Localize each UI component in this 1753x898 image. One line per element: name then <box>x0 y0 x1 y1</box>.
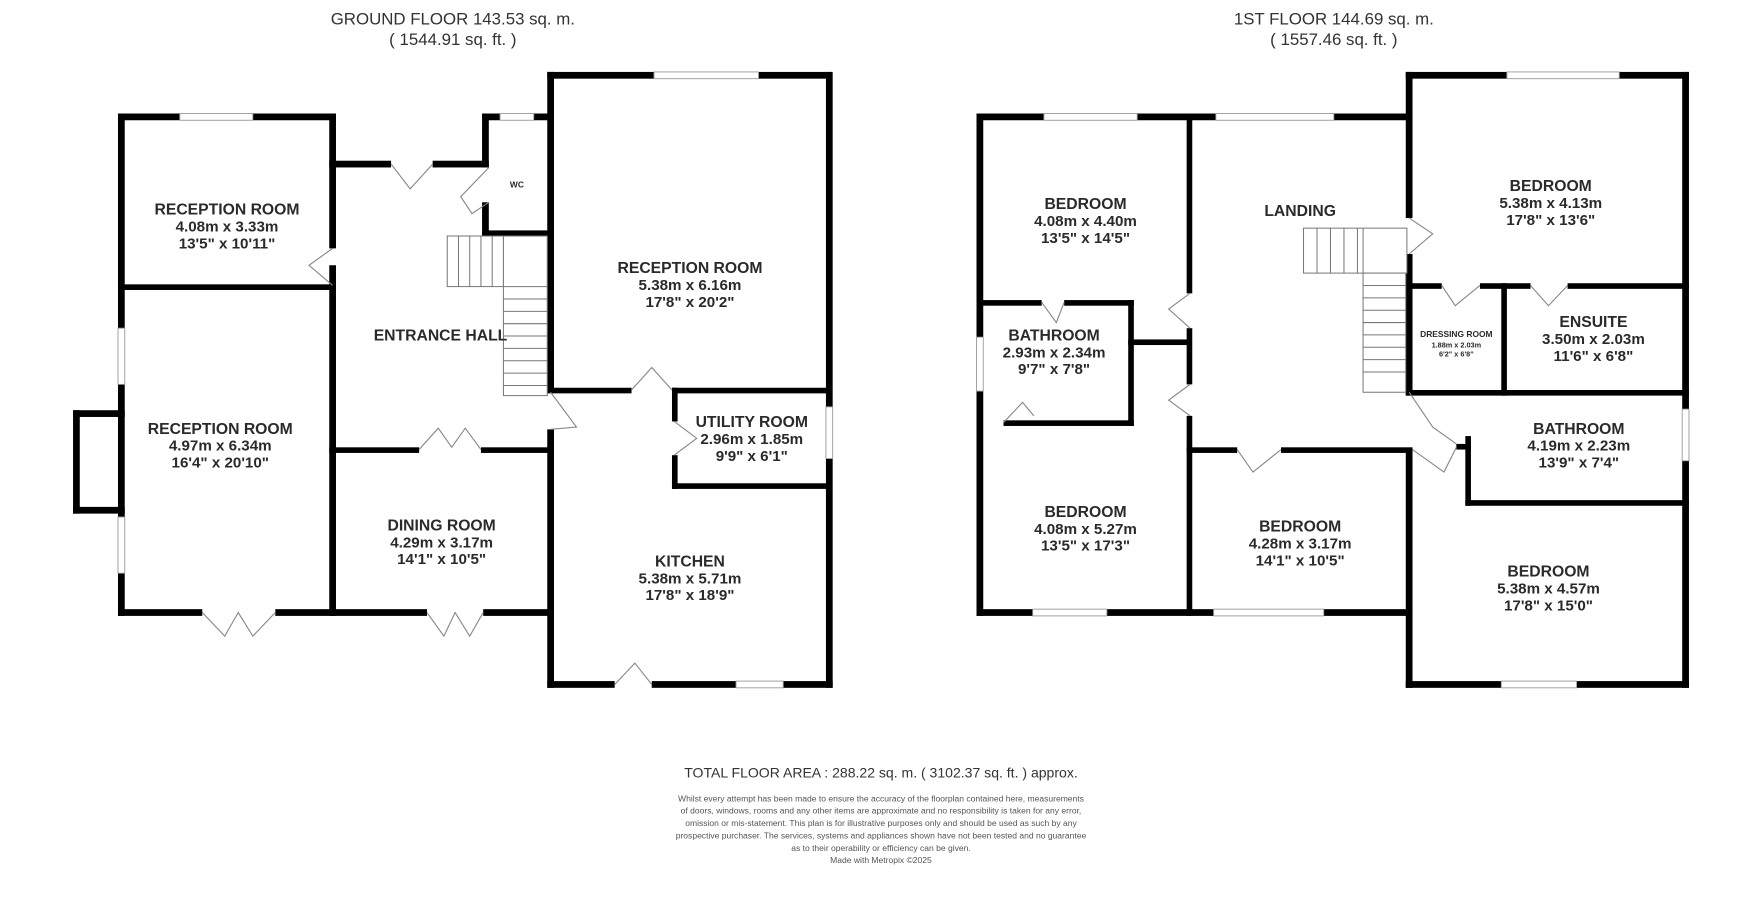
room-label-bedroom-1: BEDROOM 4.08m x 4.40m 13'5" x 14'5" <box>1034 196 1137 247</box>
svg-text:17'8" x 13'6": 17'8" x 13'6" <box>1506 212 1595 229</box>
disclaimer-line-1: Whilst every attempt has been made to en… <box>678 793 1084 803</box>
svg-text:2.93m x 2.34m: 2.93m x 2.34m <box>1003 344 1106 361</box>
svg-text:13'5" x 17'3": 13'5" x 17'3" <box>1041 538 1130 555</box>
room-label-reception-3: RECEPTION ROOM 5.38m x 6.16m 17'8" x 20'… <box>617 260 762 311</box>
svg-text:LANDING: LANDING <box>1264 203 1336 220</box>
svg-text:14'1" x 10'5": 14'1" x 10'5" <box>397 551 486 568</box>
room-label-bedroom-2: BEDROOM 5.38m x 4.13m 17'8" x 13'6" <box>1499 178 1602 229</box>
svg-text:RECEPTION ROOM: RECEPTION ROOM <box>617 260 762 277</box>
room-label-ensuite: ENSUITE 3.50m x 2.03m 11'6" x 6'8" <box>1542 314 1645 365</box>
room-label-landing: LANDING <box>1264 203 1336 220</box>
svg-text:5.38m x 6.16m: 5.38m x 6.16m <box>639 277 742 294</box>
svg-text:KITCHEN: KITCHEN <box>655 553 725 570</box>
svg-text:17'8" x 20'2": 17'8" x 20'2" <box>645 294 734 311</box>
svg-text:BEDROOM: BEDROOM <box>1044 504 1126 521</box>
ground-floor-staircase <box>446 235 548 397</box>
first-floor-plan: BEDROOM 4.08m x 4.40m 13'5" x 14'5" LAND… <box>976 71 1690 689</box>
svg-text:4.19m x 2.23m: 4.19m x 2.23m <box>1527 438 1630 455</box>
room-label-reception-1: RECEPTION ROOM 4.08m x 3.33m 13'5" x 10'… <box>155 202 300 253</box>
svg-text:16'4" x 20'10": 16'4" x 20'10" <box>172 455 269 472</box>
svg-text:BEDROOM: BEDROOM <box>1510 178 1592 195</box>
svg-text:1.88m x 2.03m: 1.88m x 2.03m <box>1432 340 1482 349</box>
svg-text:6'2" x 6'8": 6'2" x 6'8" <box>1439 349 1474 358</box>
svg-text:11'6" x 6'8": 11'6" x 6'8" <box>1554 348 1634 365</box>
ground-floor-plan: RECEPTION ROOM 4.08m x 3.33m 13'5" x 10'… <box>73 71 834 689</box>
room-label-reception-2: RECEPTION ROOM 4.97m x 6.34m 16'4" x 20'… <box>148 421 293 472</box>
room-label-utility: UTILITY ROOM 2.96m x 1.85m 9'9" x 6'1" <box>696 414 808 465</box>
svg-text:BATHROOM: BATHROOM <box>1533 421 1624 438</box>
svg-text:5.38m x 5.71m: 5.38m x 5.71m <box>639 570 742 587</box>
first-floor-staircase <box>1303 227 1408 393</box>
svg-text:WC: WC <box>510 180 524 190</box>
room-label-bedroom-5: BEDROOM 5.38m x 4.57m 17'8" x 15'0" <box>1497 564 1600 615</box>
svg-text:DINING ROOM: DINING ROOM <box>387 517 495 534</box>
room-label-bedroom-4: BEDROOM 4.28m x 3.17m 14'1" x 10'5" <box>1249 519 1352 570</box>
ground-floor-title: GROUND FLOOR 143.53 sq. m. <box>331 10 575 29</box>
svg-text:3.50m x 2.03m: 3.50m x 2.03m <box>1542 331 1645 348</box>
svg-text:BEDROOM: BEDROOM <box>1259 519 1341 536</box>
total-floor-area: TOTAL FLOOR AREA : 288.22 sq. m. ( 3102.… <box>684 765 1078 781</box>
svg-text:2.96m x 1.85m: 2.96m x 1.85m <box>700 431 803 448</box>
svg-text:5.38m x 4.13m: 5.38m x 4.13m <box>1499 195 1602 212</box>
room-label-bedroom-3: BEDROOM 4.08m x 5.27m 13'5" x 17'3" <box>1034 504 1137 555</box>
svg-text:ENSUITE: ENSUITE <box>1559 314 1627 331</box>
svg-text:4.08m x 5.27m: 4.08m x 5.27m <box>1034 521 1137 538</box>
svg-text:RECEPTION ROOM: RECEPTION ROOM <box>148 421 293 438</box>
svg-text:17'8" x 15'0": 17'8" x 15'0" <box>1504 597 1593 614</box>
room-label-kitchen: KITCHEN 5.38m x 5.71m 17'8" x 18'9" <box>639 553 742 604</box>
svg-text:DRESSING ROOM: DRESSING ROOM <box>1420 329 1492 339</box>
first-floor-title: 1ST FLOOR 144.69 sq. m. <box>1234 10 1434 29</box>
svg-text:4.08m x 4.40m: 4.08m x 4.40m <box>1034 213 1137 230</box>
svg-text:13'9" x 7'4": 13'9" x 7'4" <box>1539 455 1620 472</box>
ground-floor-subtitle: ( 1544.91 sq. ft. ) <box>389 30 516 49</box>
svg-text:9'9" x 6'1": 9'9" x 6'1" <box>716 448 788 465</box>
svg-text:13'5" x 14'5": 13'5" x 14'5" <box>1041 230 1130 247</box>
svg-text:BEDROOM: BEDROOM <box>1044 196 1126 213</box>
svg-text:4.28m x 3.17m: 4.28m x 3.17m <box>1249 535 1352 552</box>
room-label-bathroom-1: BATHROOM 2.93m x 2.34m 9'7" x 7'8" <box>1003 328 1106 379</box>
room-label-wc: WC <box>510 180 524 190</box>
svg-text:14'1" x 10'5": 14'1" x 10'5" <box>1256 552 1345 569</box>
svg-text:RECEPTION ROOM: RECEPTION ROOM <box>155 202 300 219</box>
svg-text:9'7" x 7'8": 9'7" x 7'8" <box>1018 361 1090 378</box>
footer: TOTAL FLOOR AREA : 288.22 sq. m. ( 3102.… <box>676 765 1087 865</box>
room-label-dressing-room: DRESSING ROOM 1.88m x 2.03m 6'2" x 6'8" <box>1420 329 1492 358</box>
svg-text:BATHROOM: BATHROOM <box>1008 328 1099 345</box>
credit: Made with Metropix ©2025 <box>830 855 932 865</box>
svg-text:4.97m x 6.34m: 4.97m x 6.34m <box>169 438 272 455</box>
svg-text:5.38m x 4.57m: 5.38m x 4.57m <box>1497 580 1600 597</box>
svg-text:BEDROOM: BEDROOM <box>1507 564 1589 581</box>
room-label-dining: DINING ROOM 4.29m x 3.17m 14'1" x 10'5" <box>387 517 495 568</box>
svg-text:17'8" x 18'9": 17'8" x 18'9" <box>645 587 734 604</box>
disclaimer-line-5: as to their operability or efficiency ca… <box>791 843 971 853</box>
room-label-bathroom-2: BATHROOM 4.19m x 2.23m 13'9" x 7'4" <box>1527 421 1630 472</box>
svg-text:4.08m x 3.33m: 4.08m x 3.33m <box>176 219 279 236</box>
disclaimer-line-3: omission or mis-statement. This plan is … <box>685 818 1077 828</box>
svg-text:ENTRANCE HALL: ENTRANCE HALL <box>374 328 508 345</box>
svg-text:4.29m x 3.17m: 4.29m x 3.17m <box>390 534 493 551</box>
room-label-entrance-hall: ENTRANCE HALL <box>374 328 508 345</box>
disclaimer-line-4: prospective purchaser. The services, sys… <box>676 830 1087 840</box>
first-floor-subtitle: ( 1557.46 sq. ft. ) <box>1270 30 1397 49</box>
disclaimer-line-2: of doors, windows, rooms and any other i… <box>681 806 1082 816</box>
svg-text:UTILITY ROOM: UTILITY ROOM <box>696 414 808 431</box>
svg-text:13'5" x 10'11": 13'5" x 10'11" <box>179 235 276 252</box>
